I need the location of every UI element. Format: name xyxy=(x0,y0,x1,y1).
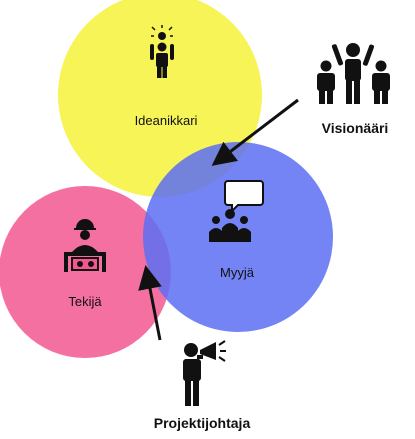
audience-speech-bubble-icon xyxy=(209,180,264,242)
tekija-circle xyxy=(0,186,171,358)
tekija-label: Tekijä xyxy=(68,294,102,309)
myyja-label: Myyjä xyxy=(220,265,255,280)
ideanikkari-label: Ideanikkari xyxy=(135,113,198,128)
visionaari-label: Visionääri xyxy=(322,120,389,136)
projektijohtaja-arrow xyxy=(138,265,162,341)
group-leader-icon xyxy=(317,43,390,104)
worker-at-bench-icon xyxy=(64,219,106,272)
projektijohtaja-label: Projektijohtaja xyxy=(154,415,251,431)
person-with-lightbulb-icon xyxy=(150,25,174,78)
person-megaphone-icon xyxy=(183,340,226,406)
visionaari-arrow xyxy=(211,98,299,166)
